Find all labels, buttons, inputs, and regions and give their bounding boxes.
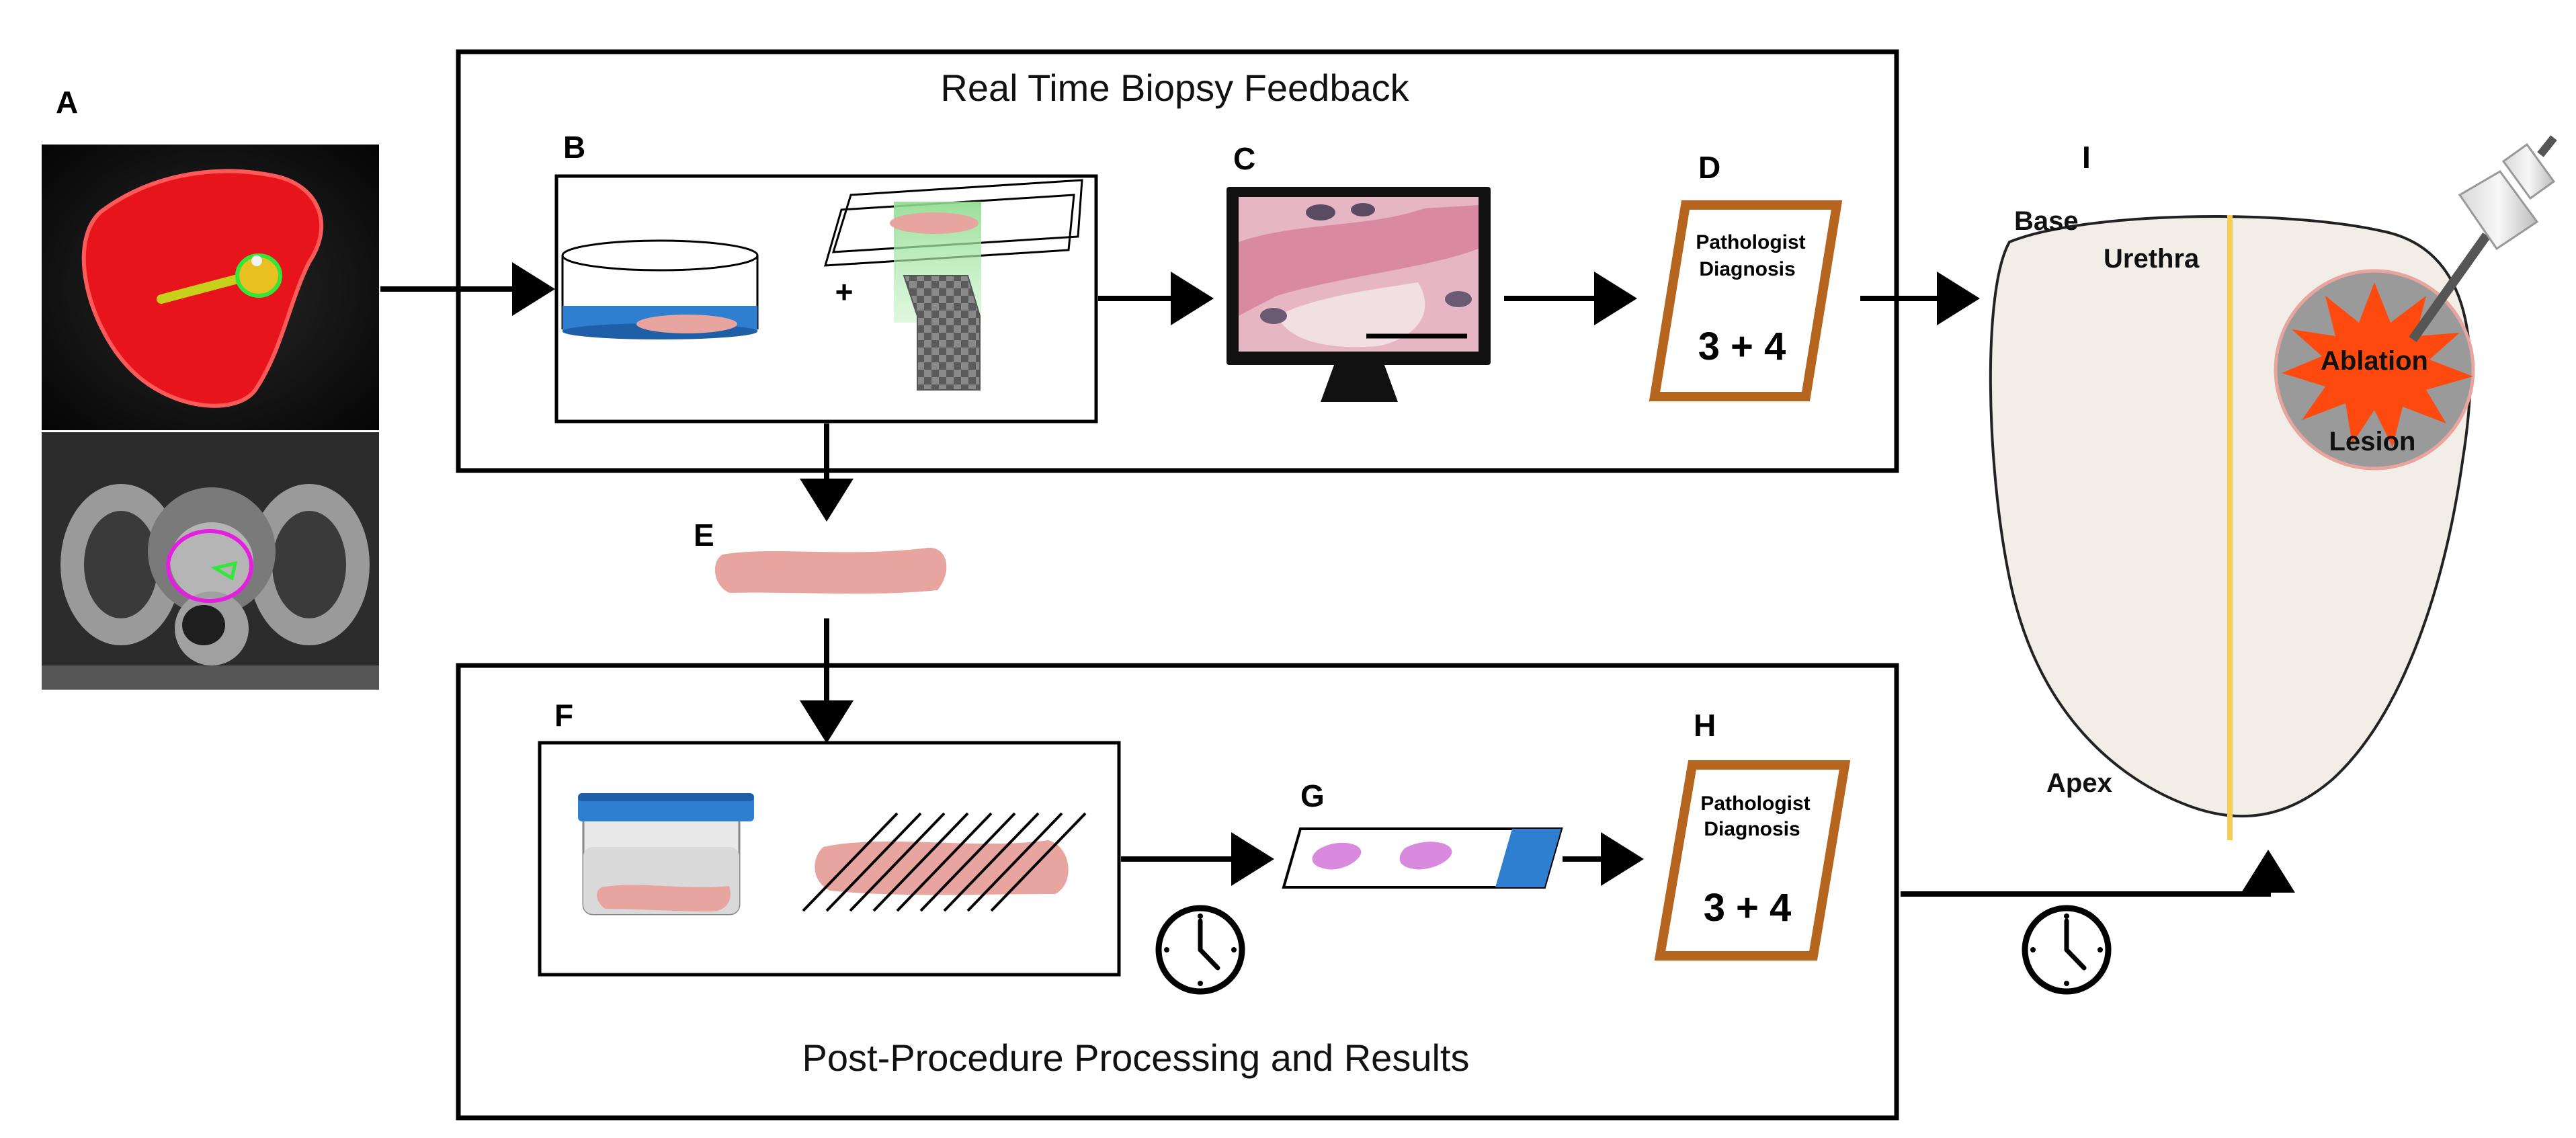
panel-g: G [1282,778,1563,889]
clock-icon [2022,905,2112,995]
panel-a: A [42,85,379,690]
label-lesion: Lesion [2329,427,2416,456]
panel-h: H Pathologist Diagnosis 3 + 4 [1654,708,1851,961]
panel-i: I Base Urethra Apex Ablation Lesion [1989,135,2557,840]
diagnosis-card-h-score: 3 + 4 [1704,886,1792,930]
post-procedure-box: Post-Procedure Processing and Results [456,663,1899,1121]
arrow-h-to-i [1901,850,2295,897]
panel-d: D Pathologist Diagnosis 3 + 4 [1649,150,1843,401]
label-apex: Apex [2046,768,2112,798]
diagnosis-card-d-line2: Diagnosis [1699,258,1795,280]
probe-icon [2409,135,2557,343]
diagnosis-card-h-line1: Pathologist [1700,792,1810,815]
panel-label-b: B [563,130,585,165]
sliced-tissue [802,812,1087,912]
formalin-jar [578,793,754,916]
panel-label-a: A [56,85,78,120]
realtime-feedback-title: Real Time Biopsy Feedback [940,67,1409,109]
tissue-core [714,547,947,594]
diagnosis-card-d-score: 3 + 4 [1698,325,1786,368]
panel-label-f: F [554,698,573,733]
diagnosis-card-d: Pathologist Diagnosis 3 + 4 [1649,200,1843,401]
mri-slice-image [42,432,379,690]
monitor-icon [1227,187,1491,402]
plus-sign: + [835,274,854,309]
post-procedure-title: Post-Procedure Processing and Results [802,1037,1470,1079]
panel-label-d: D [1698,150,1720,185]
diagnosis-card-h: Pathologist Diagnosis 3 + 4 [1654,760,1851,961]
label-base: Base [2014,206,2079,236]
panel-label-h: H [1694,708,1716,743]
panel-f: F [538,698,1121,977]
segmentation-render-image [42,145,379,430]
panel-label-i: I [2082,140,2091,175]
panel-c: C [1227,141,1491,402]
panel-e: E [694,518,947,594]
microscope-objective-icon [823,179,1083,391]
panel-label-e: E [694,518,714,553]
diagnosis-card-h-line2: Diagnosis [1704,818,1800,840]
diagnosis-card-d-line1: Pathologist [1696,231,1805,253]
panel-label-c: C [1233,141,1255,176]
realtime-feedback-box: Real Time Biopsy Feedback [456,49,1899,473]
label-ablation: Ablation [2321,346,2428,376]
panel-label-g: G [1300,778,1325,813]
label-urethra: Urethra [2104,244,2200,274]
clock-icon [1155,905,1245,995]
histology-slide [1282,827,1563,889]
panel-b: B + [554,130,1098,423]
staining-dish [561,239,759,339]
